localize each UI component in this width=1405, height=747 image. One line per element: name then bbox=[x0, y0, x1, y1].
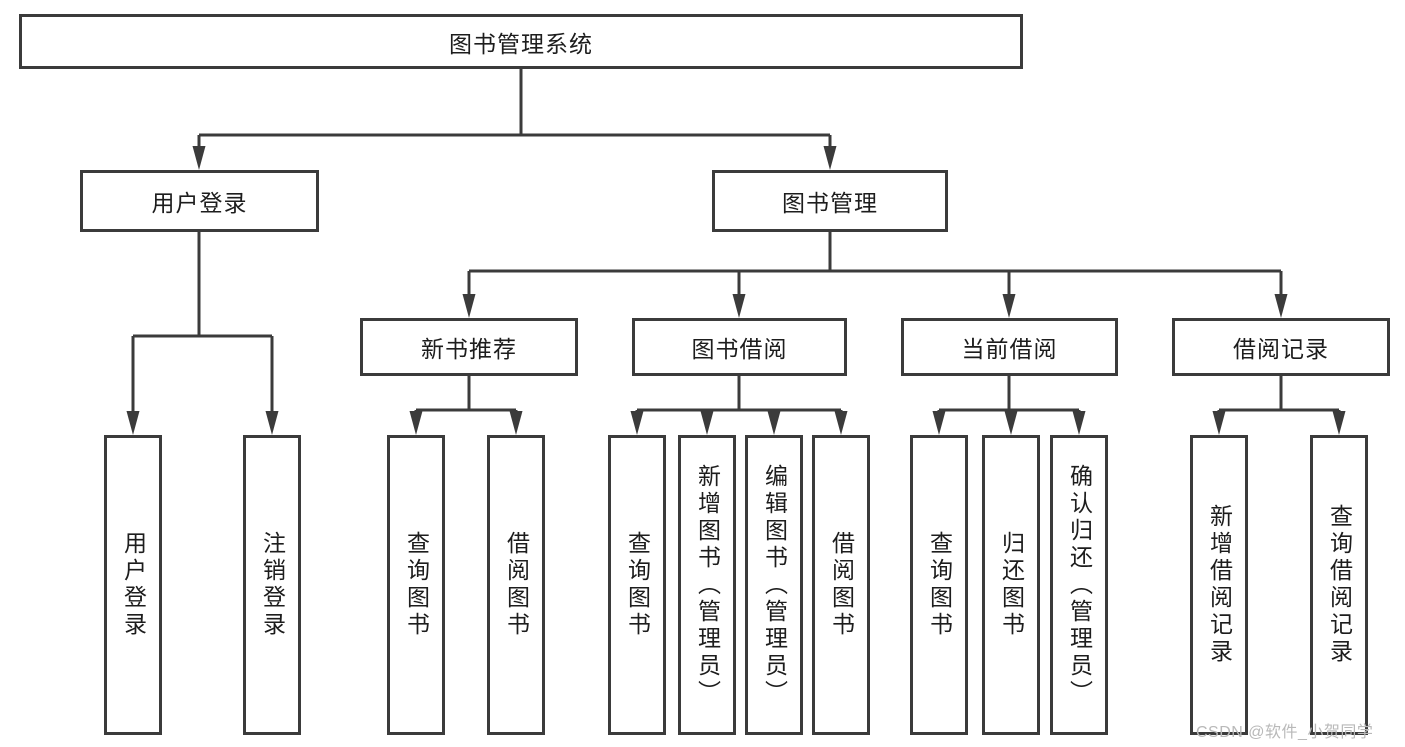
node-user-login[interactable]: 用户登录 bbox=[80, 170, 319, 232]
node-leaf-logout[interactable]: 注销登录 bbox=[243, 435, 301, 735]
node-label: 图书借阅 bbox=[691, 336, 788, 362]
arrowhead-bus-user-login-1 bbox=[265, 411, 279, 435]
arrowhead-bus-borrow-record-0 bbox=[1212, 411, 1226, 435]
node-book-borrow[interactable]: 图书借阅 bbox=[632, 318, 847, 376]
node-label: 新增图书（管理员） bbox=[694, 463, 721, 707]
arrowhead-bus-root-0 bbox=[192, 146, 206, 170]
arrowhead-bus-book-borrow-0 bbox=[630, 411, 644, 435]
node-leaf-edit-book[interactable]: 编辑图书（管理员） bbox=[745, 435, 803, 735]
arrowhead-bus-book-borrow-1 bbox=[700, 411, 714, 435]
node-label: 编辑图书（管理员） bbox=[761, 463, 788, 707]
arrowhead-bus-current-borrow-1 bbox=[1004, 411, 1018, 435]
node-label: 确认归还（管理员） bbox=[1066, 463, 1093, 707]
arrowhead-bus-root-1 bbox=[823, 146, 837, 170]
node-new-book-rec[interactable]: 新书推荐 bbox=[360, 318, 578, 376]
node-leaf-user-login[interactable]: 用户登录 bbox=[104, 435, 162, 735]
arrowhead-bus-user-login-0 bbox=[126, 411, 140, 435]
node-label: 新增借阅记录 bbox=[1206, 504, 1233, 666]
node-label: 图书管理系统 bbox=[449, 30, 593, 57]
node-root[interactable]: 图书管理系统 bbox=[19, 14, 1023, 69]
node-leaf-return-book[interactable]: 归还图书 bbox=[982, 435, 1040, 735]
node-leaf-query-record[interactable]: 查询借阅记录 bbox=[1310, 435, 1368, 735]
arrowhead-bus-book-manage-0 bbox=[462, 294, 476, 318]
node-label: 查询图书 bbox=[403, 531, 430, 639]
node-label: 查询图书 bbox=[926, 531, 953, 639]
arrowhead-bus-borrow-record-1 bbox=[1332, 411, 1346, 435]
node-label: 归还图书 bbox=[998, 531, 1025, 639]
arrowhead-bus-book-borrow-2 bbox=[767, 411, 781, 435]
node-borrow-record[interactable]: 借阅记录 bbox=[1172, 318, 1390, 376]
node-label: 当前借阅 bbox=[961, 336, 1058, 362]
node-leaf-query-book-current[interactable]: 查询图书 bbox=[910, 435, 968, 735]
arrowhead-bus-book-manage-3 bbox=[1274, 294, 1288, 318]
node-label: 图书管理 bbox=[782, 190, 878, 216]
arrowhead-bus-current-borrow-2 bbox=[1072, 411, 1086, 435]
node-leaf-query-book-borrow[interactable]: 查询图书 bbox=[608, 435, 666, 735]
arrowhead-bus-new-book-rec-1 bbox=[509, 411, 523, 435]
node-label: 查询图书 bbox=[624, 531, 651, 639]
arrowhead-bus-current-borrow-0 bbox=[932, 411, 946, 435]
node-leaf-query-book-rec[interactable]: 查询图书 bbox=[387, 435, 445, 735]
node-label: 查询借阅记录 bbox=[1326, 504, 1353, 666]
node-book-manage[interactable]: 图书管理 bbox=[712, 170, 948, 232]
node-leaf-borrow-book[interactable]: 借阅图书 bbox=[812, 435, 870, 735]
arrowhead-bus-new-book-rec-0 bbox=[409, 411, 423, 435]
node-label: 新书推荐 bbox=[421, 336, 517, 362]
node-label: 注销登录 bbox=[259, 531, 286, 639]
node-label: 借阅图书 bbox=[503, 531, 530, 639]
node-label: 用户登录 bbox=[151, 190, 248, 216]
csdn-watermark: CSDN @软件_小贺同学 bbox=[1196, 724, 1374, 741]
node-label: 用户登录 bbox=[120, 531, 147, 639]
node-leaf-borrow-book-rec[interactable]: 借阅图书 bbox=[487, 435, 545, 735]
node-current-borrow[interactable]: 当前借阅 bbox=[901, 318, 1118, 376]
arrowhead-bus-book-borrow-3 bbox=[834, 411, 848, 435]
node-leaf-confirm-return[interactable]: 确认归还（管理员） bbox=[1050, 435, 1108, 735]
arrowhead-bus-book-manage-2 bbox=[1002, 294, 1016, 318]
node-leaf-add-record[interactable]: 新增借阅记录 bbox=[1190, 435, 1248, 735]
node-leaf-add-book[interactable]: 新增图书（管理员） bbox=[678, 435, 736, 735]
node-label: 借阅图书 bbox=[828, 531, 855, 639]
node-label: 借阅记录 bbox=[1233, 336, 1329, 362]
arrowhead-bus-book-manage-1 bbox=[732, 294, 746, 318]
